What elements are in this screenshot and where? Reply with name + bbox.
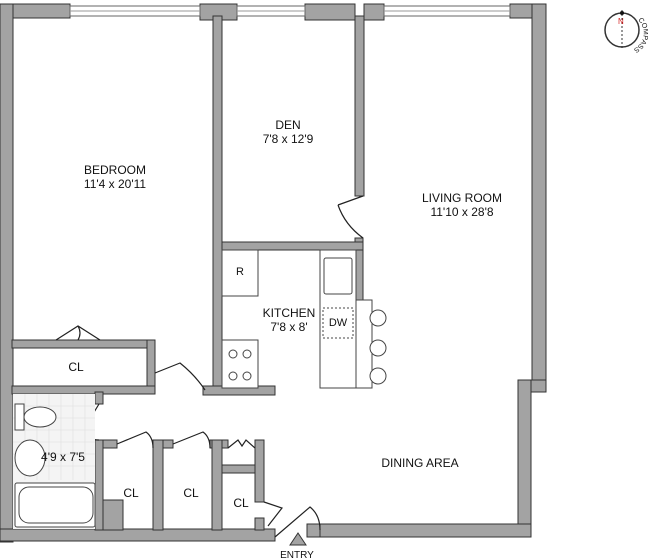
closet-label: CL bbox=[123, 486, 139, 500]
bathroom bbox=[13, 394, 96, 529]
dishwasher-label: DW bbox=[328, 317, 348, 329]
windows bbox=[69, 5, 511, 17]
refrigerator-label: R bbox=[236, 266, 244, 278]
doors bbox=[55, 195, 364, 538]
toilet-icon bbox=[23, 406, 57, 428]
exterior-walls bbox=[0, 3, 547, 543]
sink-icon bbox=[14, 439, 46, 477]
closet-label: CL bbox=[233, 496, 249, 510]
refrigerator bbox=[221, 249, 259, 297]
dining-area-label: DINING AREA bbox=[381, 456, 459, 470]
bathroom-size: 4'9 x 7'5 bbox=[41, 450, 85, 464]
bathtub-icon bbox=[18, 486, 94, 524]
kitchen-sink-icon bbox=[323, 257, 353, 295]
entry-arrow-icon bbox=[289, 532, 307, 546]
closet-label: CL bbox=[183, 486, 199, 500]
dishwasher bbox=[322, 307, 354, 339]
stove-icon bbox=[221, 339, 259, 389]
toilet-tank bbox=[14, 403, 25, 431]
interior-walls bbox=[11, 15, 365, 538]
compass-icon: N COMPASS bbox=[604, 10, 648, 54]
entry-label: ENTRY bbox=[280, 550, 314, 560]
compass-north: N bbox=[618, 17, 624, 26]
bedroom-closet-label: CL bbox=[68, 360, 84, 374]
kitchen-fixtures bbox=[221, 249, 387, 389]
